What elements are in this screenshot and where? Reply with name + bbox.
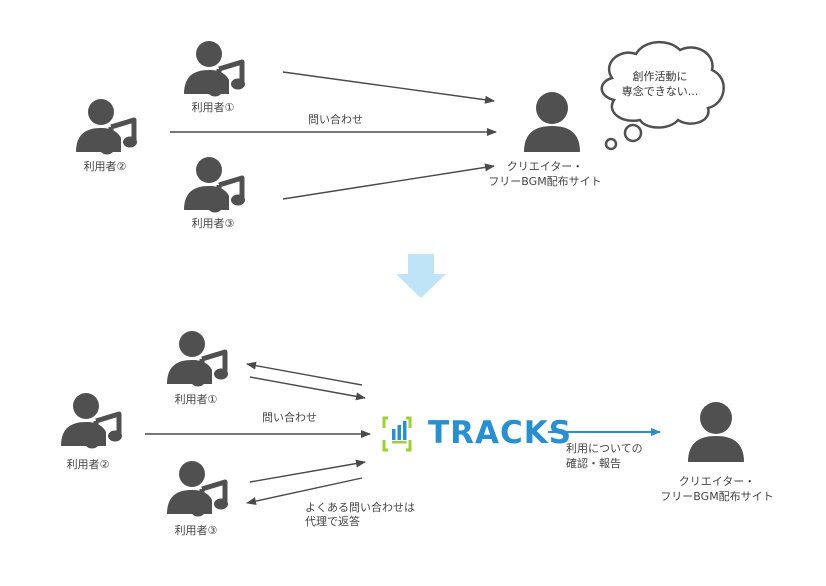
- creator-label-line2-after: フリーBGM配布サイト: [660, 490, 774, 503]
- arrow-user1-to-creator: [282, 71, 495, 104]
- user-1-icon-after: [167, 331, 228, 387]
- creator-label-line1: クリエイター・: [506, 160, 584, 173]
- thought-bubble-icon: [600, 41, 725, 151]
- arrow-user3-to-creator: [282, 163, 495, 200]
- arrow-tracks-to-user3: [246, 477, 363, 505]
- creator-label-line1-after: クリエイター・: [678, 475, 756, 488]
- creator-label-line2: フリーBGM配布サイト: [488, 175, 602, 188]
- user-2-icon: [76, 99, 137, 155]
- tracks-logo-icon: [382, 416, 412, 452]
- creator-person-icon: [524, 92, 580, 152]
- user-1-label-after: 利用者①: [174, 393, 218, 406]
- user-2-label: 利用者②: [83, 160, 127, 173]
- user-3-icon: [184, 157, 245, 213]
- inquiry-label: 問い合わせ: [308, 113, 363, 126]
- arrow-user1-to-tracks: [249, 376, 366, 401]
- reply-label-line2: 代理で返答: [305, 515, 360, 528]
- inquiry-label-after: 問い合わせ: [262, 411, 317, 424]
- arrow-tracks-to-user1: [246, 361, 363, 386]
- thought-text-line2: 専念できない...: [621, 85, 699, 98]
- tracks-logo-text: TRACKS: [428, 415, 573, 451]
- down-arrow-icon: [396, 254, 446, 298]
- report-label-line1: 利用についての: [566, 442, 643, 455]
- creator-person-icon-after: [688, 402, 744, 462]
- report-label-line2: 確認・報告: [566, 457, 621, 470]
- user-2-label-after: 利用者②: [66, 458, 110, 471]
- reply-label-line1: よくある問い合わせは: [305, 501, 415, 514]
- user-3-label-after: 利用者③: [174, 524, 218, 537]
- arrow-user3-to-tracks: [249, 459, 366, 483]
- user-3-icon-after: [167, 461, 228, 517]
- thought-text-line1: 創作活動に: [632, 70, 688, 83]
- user-1-icon: [184, 41, 245, 97]
- user-2-icon-after: [61, 393, 122, 449]
- user-1-label: 利用者①: [191, 101, 235, 114]
- user-3-label: 利用者③: [191, 217, 235, 230]
